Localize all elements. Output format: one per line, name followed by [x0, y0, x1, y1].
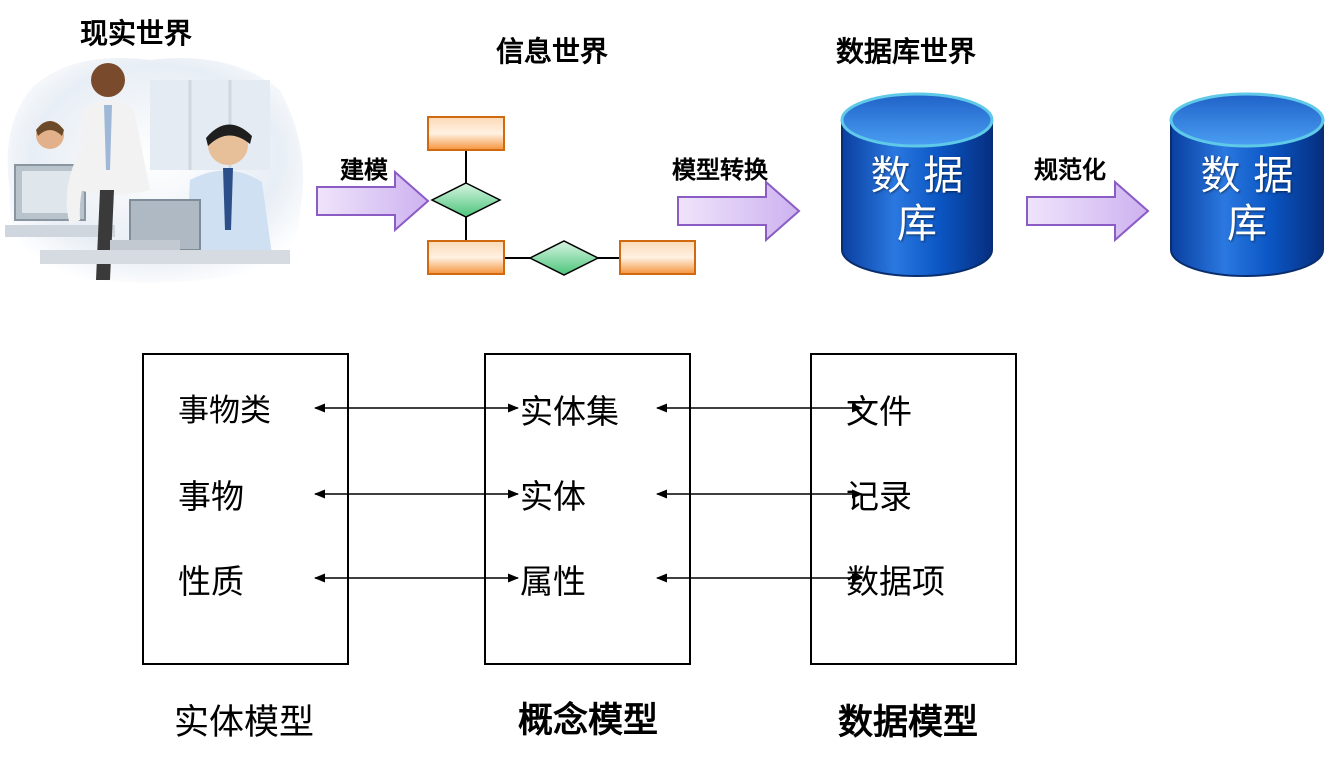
concept-model-caption: 概念模型 [518, 701, 659, 741]
arrow-right-icon [677, 180, 801, 242]
data-item-0: 文件 [846, 392, 912, 431]
db1-line2: 库 [897, 201, 937, 247]
arrow-label-normalize: 规范化 [1034, 156, 1106, 184]
data-item-2: 数据项 [846, 562, 945, 601]
db1-line1: 数 据 [870, 153, 964, 199]
data-item-1: 记录 [846, 477, 912, 516]
arrow-label-model: 建模 [340, 156, 388, 184]
concept-item-1: 实体 [520, 477, 586, 516]
er-diagram-icon [427, 116, 696, 276]
concept-item-2: 属性 [520, 562, 586, 601]
real-world-title: 现实世界 [80, 17, 193, 50]
db2-line1: 数 据 [1200, 153, 1294, 199]
office-people-photo [5, 58, 304, 283]
db-world-title: 数据库世界 [836, 35, 977, 68]
arrow-right-icon [316, 170, 430, 232]
entity-item-2: 性质 [178, 562, 244, 601]
db2-label: 数 据 库 [1167, 152, 1327, 248]
concept-item-0: 实体集 [520, 392, 619, 431]
entity-model-caption: 实体模型 [174, 703, 315, 743]
data-model-caption: 数据模型 [838, 703, 979, 743]
db1-label: 数 据 库 [838, 152, 996, 248]
entity-item-0: 事物类 [178, 393, 271, 429]
database-cylinder-icon [1169, 92, 1325, 277]
arrow-label-convert: 模型转换 [672, 156, 768, 184]
arrow-right-icon [1026, 180, 1150, 242]
db2-line2: 库 [1227, 201, 1267, 247]
entity-item-1: 事物 [178, 477, 244, 516]
info-world-title: 信息世界 [496, 35, 609, 68]
database-cylinder-icon [840, 92, 994, 277]
